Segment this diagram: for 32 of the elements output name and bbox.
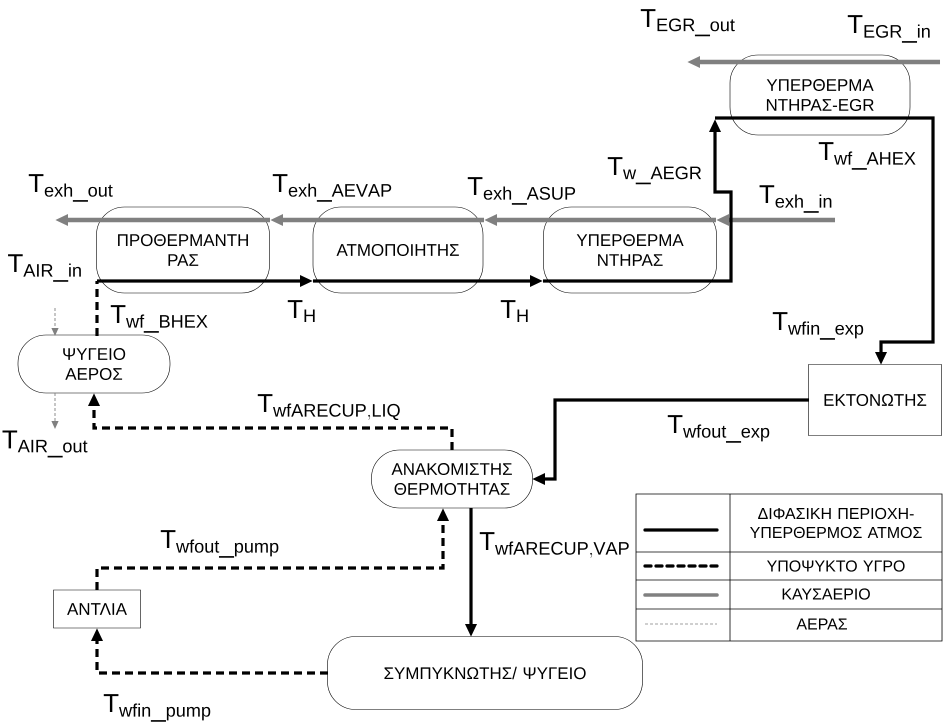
heat-exchanger-box: ΑΤΜΟΠΟΙΗΤΗΣ bbox=[312, 206, 484, 294]
heat-exchanger-box: ΨΥΓΕΙΟ ΑΕΡΟΣ bbox=[18, 334, 170, 394]
temperature-label: $\mathrm{T}_{\mathrm{wfout\_exp}}$ bbox=[668, 415, 770, 443]
temperature-label: $\mathrm{T}_{\mathrm{wfin\_exp}}$ bbox=[772, 312, 864, 340]
component-box: ΕΚΤΟΝΩΤΗΣ bbox=[808, 364, 942, 436]
temperature-label: $\mathrm{T}_{\mathrm{H}}$ bbox=[288, 300, 315, 322]
temperature-label: $\mathrm{T}_{\mathrm{EGR\_out}}$ bbox=[640, 9, 735, 36]
heat-exchanger-box: ΥΠΕΡΘΕΡΜΑ ΝΤΗΡΑΣ bbox=[543, 206, 717, 294]
temperature-label: $\mathrm{T}_{\mathrm{AIR\_in}}$ bbox=[8, 254, 81, 282]
temperature-label: $\mathrm{T}_{\mathrm{exh\_AEVAP}}$ bbox=[272, 174, 392, 202]
temperature-label: $\mathrm{T}_{\mathrm{AIR\_out}}$ bbox=[2, 430, 88, 458]
legend-text: ΑΕΡΑΣ bbox=[796, 618, 847, 630]
heat-exchanger-box: ΠΡΟΘΕΡΜΑΝΤΗ ΡΑΣ bbox=[96, 206, 270, 294]
temperature-label: $\mathrm{T}_{\mathrm{H}}$ bbox=[500, 300, 528, 322]
component-box: ΑΝΤΛΙΑ bbox=[53, 590, 141, 628]
heat-exchanger-box: ΥΠΕΡΘΕΡΜΑ ΝΤΗΡΑΣ-EGR bbox=[730, 54, 910, 136]
heat-exchanger-box: ΣΥΜΠΥΚΝΩΤΗΣ/ ΨΥΓΕΙΟ bbox=[327, 636, 643, 710]
legend-text: ΔΙΦΑΣΙΚΗ ΠΕΡΙΟΧΗ- ΥΠΕΡΘΕΡΜΟΣ ΑΤΜΟΣ bbox=[750, 508, 922, 538]
temperature-label: $\mathrm{T}_{\mathrm{wf\_BHEX}}$ bbox=[110, 305, 208, 333]
temperature-label: $\mathrm{T}_{\mathrm{EGR\_in}}$ bbox=[848, 15, 930, 43]
temperature-label: $\mathrm{T}_{\mathrm{wfARECUP,LIQ}}$ bbox=[258, 394, 400, 420]
temperature-label: $\mathrm{T}_{\mathrm{w\_AEGR}}$ bbox=[608, 157, 702, 184]
legend-text: ΥΠΟΨΥΚΤΟ ΥΓΡΟ bbox=[767, 560, 905, 572]
temperature-label: $\mathrm{T}_{\mathrm{exh\_ASUP}}$ bbox=[468, 177, 576, 205]
temperature-label: $\mathrm{T}_{\mathrm{wfin\_pump}}$ bbox=[104, 694, 210, 722]
temperature-label: $\mathrm{T}_{\mathrm{wfout\_pump}}$ bbox=[160, 530, 278, 558]
temperature-label: $\mathrm{T}_{\mathrm{exh\_in}}$ bbox=[760, 185, 832, 213]
temperature-label: $\mathrm{T}_{\mathrm{exh\_out}}$ bbox=[28, 174, 113, 202]
flow-line bbox=[95, 281, 99, 336]
heat-exchanger-box: ΑΝΑΚΟΜΙΣΤΗΣ ΘΕΡΜΟΤΗΤΑΣ bbox=[371, 450, 533, 508]
legend-text: ΚΑΥΣΑΕΡΙΟ bbox=[782, 588, 870, 600]
temperature-label: $\mathrm{T}_{\mathrm{wfARECUP,VAP}}$ bbox=[480, 532, 629, 558]
